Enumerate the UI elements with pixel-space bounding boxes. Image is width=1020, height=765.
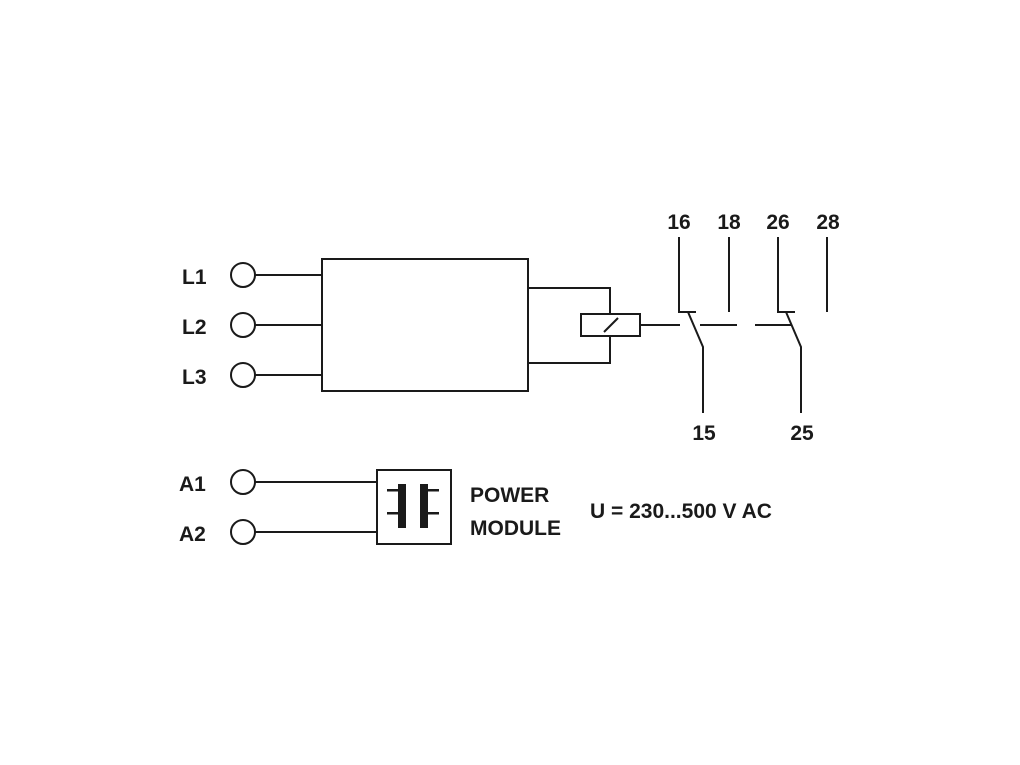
terminal-label-l3: L3 — [182, 366, 207, 389]
terminal-l3 — [230, 362, 256, 388]
terminal-a2 — [230, 519, 256, 545]
terminal-label-a2: A2 — [179, 523, 206, 546]
contact-25-line — [785, 311, 802, 413]
relay-coil-diagonal — [603, 317, 619, 333]
power-module-label-line2: MODULE — [470, 517, 561, 540]
contact-16-line — [678, 237, 696, 313]
terminal-l2 — [230, 312, 256, 338]
contact-label-26: 26 — [766, 211, 789, 234]
terminal-label-a1: A1 — [179, 473, 206, 496]
transformer-icon — [387, 484, 439, 528]
power-module-label-line1: POWER — [470, 484, 549, 507]
contact-15-line — [687, 311, 704, 413]
terminal-label-l2: L2 — [182, 316, 207, 339]
terminal-l1 — [230, 262, 256, 288]
voltage-rating: U = 230...500 V AC — [590, 500, 772, 523]
contact-label-18: 18 — [717, 211, 741, 234]
contact-26-line — [777, 237, 795, 313]
terminal-label-l1: L1 — [182, 266, 207, 289]
terminal-a1 — [230, 469, 256, 495]
power-module-box — [376, 469, 452, 545]
contact-label-28: 28 — [816, 211, 840, 234]
monitoring-module-box — [321, 258, 529, 392]
contact-label-16: 16 — [667, 211, 690, 234]
contact-label-25: 25 — [790, 422, 814, 445]
contact-label-15: 15 — [692, 422, 716, 445]
